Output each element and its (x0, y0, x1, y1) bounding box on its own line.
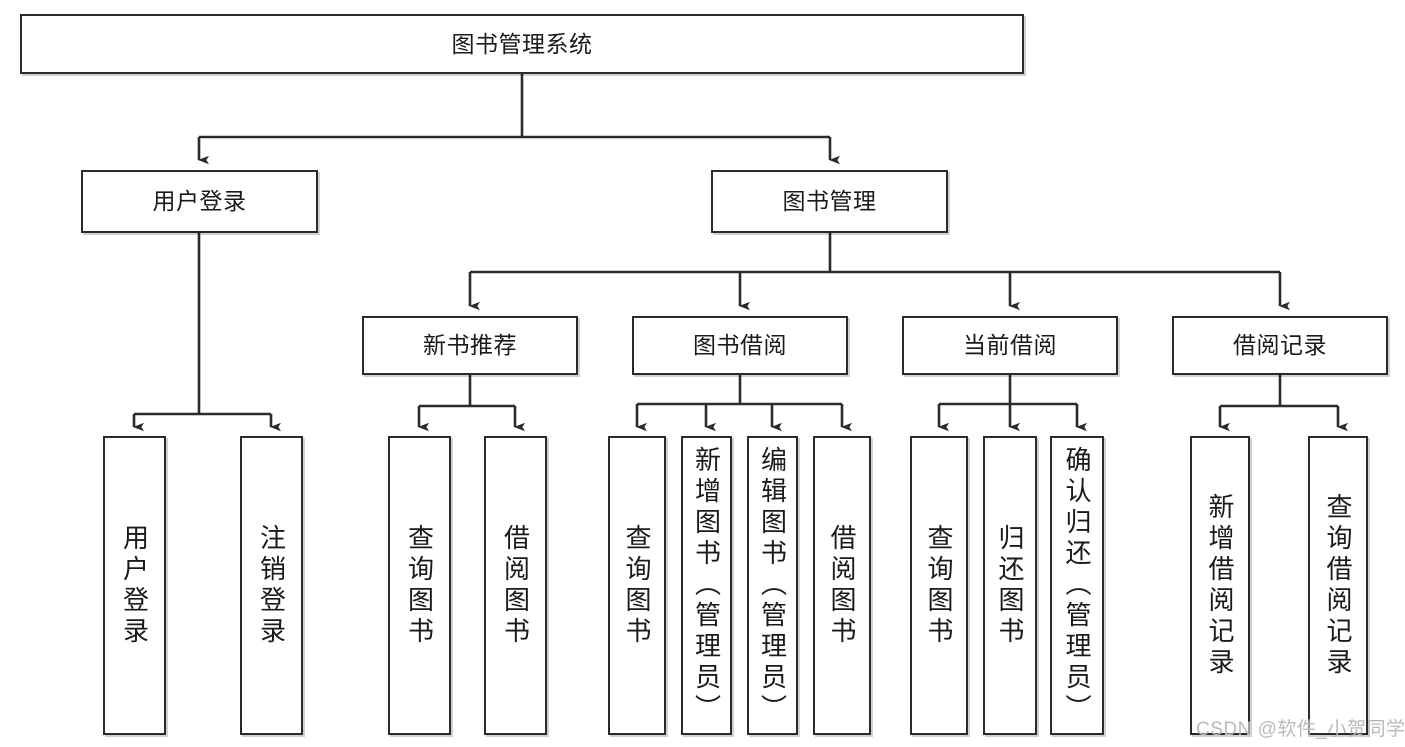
node-label: 查询图书 (404, 523, 435, 648)
node-label: 查询图书 (924, 523, 954, 648)
node-label: 归还图书 (995, 523, 1025, 648)
node-book-management-system[interactable]: 图书管理系统 (20, 14, 1024, 74)
node-label: 图书借阅 (693, 332, 787, 359)
node-label: 用户登录 (119, 523, 150, 648)
node-label: 注销登录 (256, 523, 287, 648)
node-label: 借阅图书 (500, 523, 531, 648)
node-book-borrow[interactable]: 图书借阅 (632, 316, 848, 375)
node-label: 借阅记录 (1233, 332, 1327, 359)
node-current-borrow[interactable]: 当前借阅 (902, 316, 1118, 375)
node-borrow-records[interactable]: 借阅记录 (1172, 316, 1388, 375)
leaf-add-borrow-record[interactable]: 新增借阅记录 (1190, 436, 1250, 735)
node-new-book-recommend[interactable]: 新书推荐 (362, 316, 578, 375)
node-label: 借阅图书 (827, 523, 857, 648)
node-book-management[interactable]: 图书管理 (711, 170, 948, 233)
node-label: 查询借阅记录 (1323, 492, 1353, 679)
leaf-add-book-admin[interactable]: 新增图书（管理员） (681, 436, 732, 735)
leaf-edit-book-admin[interactable]: 编辑图书（管理员） (747, 436, 798, 735)
node-label: 查询图书 (622, 523, 652, 648)
leaf-query-book-current[interactable]: 查询图书 (910, 436, 968, 735)
leaf-query-book-borrow[interactable]: 查询图书 (608, 436, 666, 735)
node-user-login[interactable]: 用户登录 (81, 170, 318, 233)
leaf-user-login[interactable]: 用户登录 (103, 436, 166, 735)
node-label: 新增借阅记录 (1205, 492, 1235, 679)
leaf-query-borrow-record[interactable]: 查询借阅记录 (1308, 436, 1368, 735)
node-label: 确认归还（管理员） (1062, 446, 1092, 725)
node-label: 新书推荐 (423, 332, 517, 359)
node-label: 当前借阅 (963, 332, 1057, 359)
node-label: 编辑图书（管理员） (757, 446, 788, 725)
node-label: 用户登录 (152, 188, 247, 215)
leaf-borrow-book[interactable]: 借阅图书 (813, 436, 871, 735)
leaf-borrow-book-newbook[interactable]: 借阅图书 (484, 436, 547, 735)
node-label: 图书管理系统 (451, 30, 593, 57)
csdn-watermark: CSDN @软件_小贺同学 (1196, 719, 1405, 740)
leaf-confirm-return-admin[interactable]: 确认归还（管理员） (1050, 436, 1104, 735)
node-label: 新增图书（管理员） (691, 446, 722, 725)
node-label: 图书管理 (782, 188, 877, 215)
leaf-query-book-newbook[interactable]: 查询图书 (388, 436, 451, 735)
leaf-return-book[interactable]: 归还图书 (983, 436, 1037, 735)
leaf-logout[interactable]: 注销登录 (240, 436, 303, 735)
